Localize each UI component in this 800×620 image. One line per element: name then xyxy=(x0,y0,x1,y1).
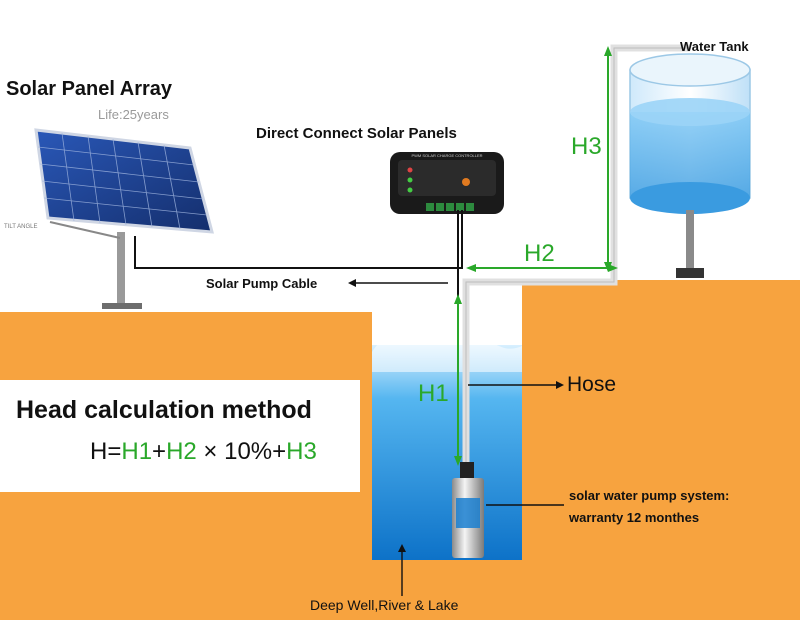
tilt-angle-label: TILT ANGLE xyxy=(4,224,38,230)
formula-h2: H2 xyxy=(166,438,197,465)
water-tank xyxy=(629,53,751,278)
solar-pump-cable-label: Solar Pump Cable xyxy=(206,276,318,291)
formula-plus: + xyxy=(152,438,167,465)
submersible-pump xyxy=(452,462,484,558)
water-splash xyxy=(372,334,522,372)
formula-times: × 10%+ xyxy=(196,438,287,465)
charge-controller: PWM SOLAR CHARGE CONTROLLER xyxy=(390,152,504,214)
h3-label: H3 xyxy=(571,133,602,160)
formula-h: H= xyxy=(90,438,122,465)
svg-text:PWM SOLAR CHARGE CONTROLLER: PWM SOLAR CHARGE CONTROLLER xyxy=(411,153,482,158)
pump-system-line2: warranty 12 monthes xyxy=(569,510,700,525)
formula-title: Head calculation method xyxy=(16,396,312,424)
ground xyxy=(0,280,800,620)
h1-label: H1 xyxy=(418,380,449,407)
hose-label: Hose xyxy=(567,373,617,396)
water-tank-label: Water Tank xyxy=(680,39,749,54)
pump-cable-panel xyxy=(134,210,463,269)
formula-h3: H3 xyxy=(286,438,317,465)
solar-panel-array-label: Solar Panel Array xyxy=(6,78,173,100)
pump-system-line1: solar water pump system: xyxy=(569,488,730,503)
solar-panel xyxy=(34,128,214,309)
direct-connect-label: Direct Connect Solar Panels xyxy=(256,125,457,142)
formula-box: Head calculation method H=H1+H2 × 10%+H3 xyxy=(0,380,360,492)
deep-well-label: Deep Well,River & Lake xyxy=(310,597,459,613)
life-label: Life:25years xyxy=(98,107,169,122)
formula-h1: H1 xyxy=(121,438,153,465)
formula-equation: H=H1+H2 × 10%+H3 xyxy=(90,438,317,466)
well-water xyxy=(372,345,522,560)
h2-label: H2 xyxy=(524,240,555,267)
